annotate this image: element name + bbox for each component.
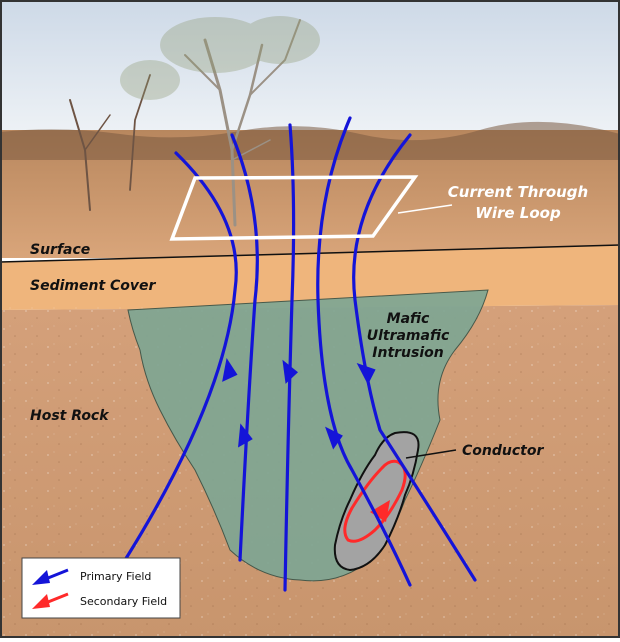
conductor-pointer [405,449,457,459]
label-intrusion-line1: Mafic [387,311,430,327]
sky-background [0,0,620,135]
label-surface: Surface [30,242,90,258]
label-sediment-cover: Sediment Cover [30,278,157,294]
scrub-horizon [0,121,620,160]
label-current-line1: Current Through [448,183,588,201]
legend-box [21,557,181,619]
primary-field-lines [123,116,477,592]
conductor-body [333,431,420,572]
primary-field-legend-icon [32,568,69,585]
wire-loop-pointer [397,204,453,214]
tree-illustration [69,19,301,227]
secondary-field-legend-icon [32,592,69,609]
label-current-line2: Wire Loop [475,204,561,222]
legend-secondary-label: Secondary Field [80,595,167,608]
surface-line [0,244,620,263]
tree-canopy [120,16,320,100]
wire-loop [169,175,419,241]
label-intrusion-line2: Ultramafic [367,328,450,344]
label-conductor: Conductor [462,443,544,459]
secondary-field-loop [343,459,407,543]
legend-primary-label: Primary Field [80,570,151,583]
label-intrusion-line3: Intrusion [372,345,443,361]
legend: Primary Field Secondary Field [21,557,181,619]
label-host-rock: Host Rock [30,408,110,424]
primary-field-arrowheads [222,357,376,450]
